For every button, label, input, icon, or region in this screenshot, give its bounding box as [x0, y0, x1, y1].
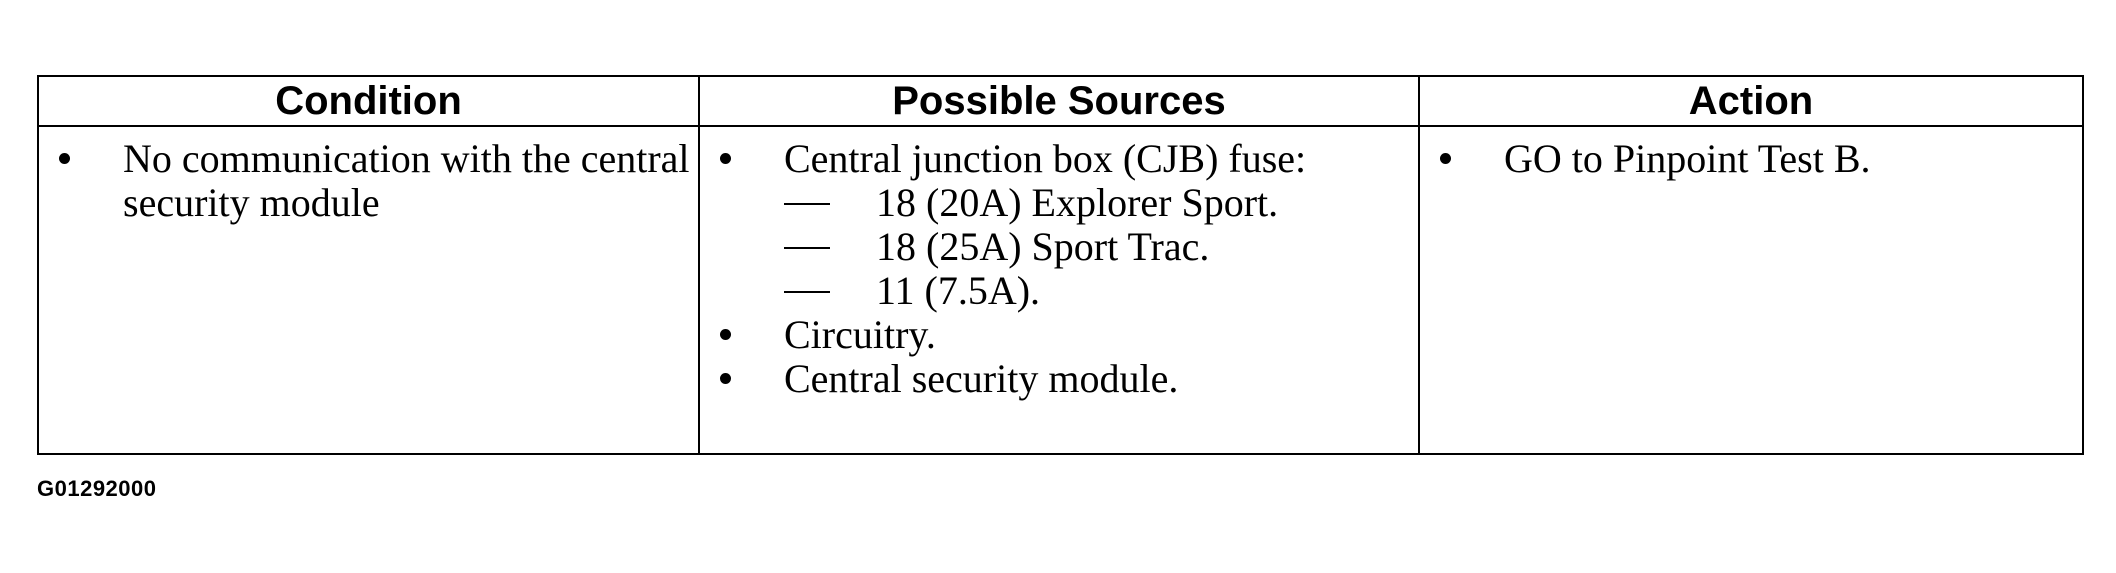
figure-id: G01292000 — [37, 476, 157, 501]
condition-cell: No communication with the central securi… — [37, 125, 700, 455]
bullet-icon — [720, 153, 731, 164]
bullet-icon — [720, 329, 731, 340]
dash-icon — [784, 203, 830, 205]
list-item: GO to Pinpoint Test B. — [1420, 137, 2082, 181]
fuse-text: 18 (20A) Explorer Sport. — [876, 180, 1279, 225]
bullet-icon — [59, 153, 70, 164]
condition-text: No communication with the central securi… — [123, 136, 690, 225]
list-item: 18 (25A) Sport Trac. — [784, 225, 1418, 269]
sources-cell: Central junction box (CJB) fuse: 18 (20A… — [698, 125, 1420, 455]
header-action: Action — [1418, 75, 2084, 127]
list-item: 18 (20A) Explorer Sport. — [784, 181, 1418, 225]
source-text: Circuitry. — [784, 312, 936, 357]
dash-icon — [784, 291, 830, 293]
bullet-icon — [1440, 153, 1451, 164]
source-text: Central security module. — [784, 356, 1179, 401]
action-cell: GO to Pinpoint Test B. — [1418, 125, 2084, 455]
action-list: GO to Pinpoint Test B. — [1420, 137, 2082, 181]
header-condition: Condition — [37, 75, 700, 127]
table-header-row: Condition Possible Sources Action — [37, 75, 2084, 127]
sources-list: Central junction box (CJB) fuse: 18 (20A… — [700, 137, 1418, 401]
list-item: Circuitry. — [700, 313, 1418, 357]
table-row: No communication with the central securi… — [37, 125, 2084, 455]
diagnosis-table: Condition Possible Sources Action No com… — [37, 75, 2084, 455]
condition-list: No communication with the central securi… — [39, 137, 698, 225]
fuse-text: 11 (7.5A). — [876, 268, 1041, 313]
bullet-icon — [720, 373, 731, 384]
action-text: GO to Pinpoint Test B. — [1504, 136, 1871, 181]
list-item: 11 (7.5A). — [784, 269, 1418, 313]
list-item: Central junction box (CJB) fuse: 18 (20A… — [700, 137, 1418, 313]
header-possible-sources: Possible Sources — [698, 75, 1420, 127]
fuse-text: 18 (25A) Sport Trac. — [876, 224, 1210, 269]
fuse-sublist: 18 (20A) Explorer Sport. 18 (25A) Sport … — [784, 181, 1418, 313]
list-item: No communication with the central securi… — [39, 137, 698, 225]
source-text: Central junction box (CJB) fuse: — [784, 136, 1307, 181]
list-item: Central security module. — [700, 357, 1418, 401]
dash-icon — [784, 247, 830, 249]
